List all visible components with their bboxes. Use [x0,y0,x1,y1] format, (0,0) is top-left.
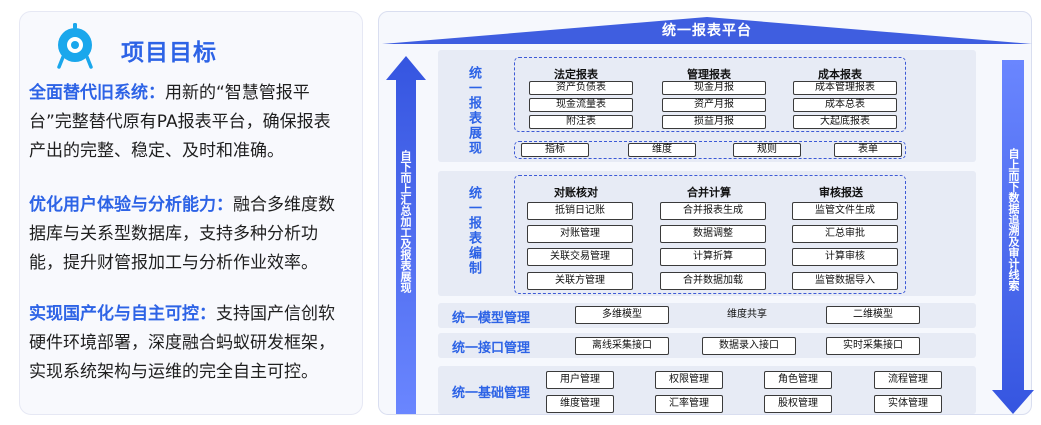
group-head: 成本报表 [818,68,862,81]
compile-item: 对账管理 [527,225,633,243]
goal-heading: 优化用户体验与分析能力： [29,195,233,215]
group-head: 审核报送 [819,186,863,199]
dimension-item: 表单 [834,143,902,157]
compile-item: 关联方管理 [527,272,633,290]
compile-item: 计算折算 [660,248,766,266]
dimension-item: 指标 [521,143,589,157]
dimension-item: 规则 [733,143,801,157]
goal-heading: 全面替代旧系统： [29,83,165,103]
interface-item: 数据录入接口 [702,337,796,355]
up-arrow-icon [386,56,426,414]
report-item: 附注表 [529,115,633,129]
compile-item: 关联交易管理 [527,248,633,266]
compile-item: 合并报表生成 [660,202,766,220]
goal-item: 优化用户体验与分析能力：融合多维度数据库与关系型数据库，支持多种分析功能，提升财… [29,191,347,278]
target-logo-icon [57,23,93,69]
base-management-label: 统一基础管理 [452,386,531,401]
report-item: 成本总表 [793,98,897,112]
goal-heading: 实现国产化与自主可控： [29,304,216,324]
report-item: 现金流量表 [529,98,633,112]
group-head: 对账核对 [554,186,598,199]
compile-item: 数据调整 [660,225,766,243]
report-item: 成本管理报表 [793,81,897,95]
goal-item: 全面替代旧系统：用新的“智慧管报平台”完整替代原有PA报表平台，确保报表产出的完… [29,79,347,166]
project-goals-panel [19,11,363,415]
compile-item: 合并数据加载 [660,272,766,290]
model-management-label: 统一模型管理 [452,311,531,326]
model-item: 多维模型 [575,306,669,324]
bottom-up-label: 自下而上汇总加工及报表展现 [399,150,412,293]
project-title: 项目目标 [121,40,217,66]
model-item: 维度共享 [727,309,767,320]
group-head: 管理报表 [687,68,731,81]
top-down-label: 自上而下数据追溯及审计线索 [1007,148,1020,291]
dimension-item: 维度 [628,143,696,157]
report-display-label: 统一报表展现 [466,66,481,156]
platform-banner: 统一报表平台 [662,23,752,39]
compile-item: 监管数据导入 [792,272,898,290]
model-item: 二维模型 [826,306,920,324]
goal-text: 融合多维度数据库与关系型数据库，支持多种分析功能，提升财管报加工与分析作业效率。 [29,195,335,273]
down-arrow-icon [992,60,1034,414]
goal-text: 用新的“智慧管报平台”完整替代原有PA报表平台，确保报表产出的完整、稳定、及时和… [29,83,331,161]
report-item: 大起底报表 [793,115,897,129]
report-types-group [514,57,906,132]
base-item: 用户管理 [546,371,614,389]
base-item: 角色管理 [764,371,832,389]
interface-item: 实时采集接口 [826,337,920,355]
interface-item: 离线采集接口 [575,337,669,355]
compile-functions-group [514,175,906,294]
report-item: 资产负债表 [529,81,633,95]
report-dimensions-group [514,141,906,159]
report-item: 资产月报 [662,98,766,112]
report-item: 损益月报 [662,115,766,129]
base-item: 汇率管理 [655,395,723,413]
base-item: 流程管理 [874,371,942,389]
report-compile-label: 统一报表编制 [466,186,481,276]
group-head: 法定报表 [554,68,598,81]
base-item: 实体管理 [874,395,942,413]
base-item: 维度管理 [546,395,614,413]
interface-management-label: 统一接口管理 [452,341,531,356]
goal-item: 实现国产化与自主可控：支持国产信创软硬件环境部署，深度融合蚂蚁研发框架，实现系统… [29,300,347,387]
base-item: 股权管理 [764,395,832,413]
group-head: 合并计算 [687,186,731,199]
base-item: 权限管理 [655,371,723,389]
compile-item: 汇总审批 [792,225,898,243]
platform-banner-shape [382,17,1032,44]
goal-text: 支持国产信创软硬件环境部署，深度融合蚂蚁研发框架，实现系统架构与运维的完全自主可… [29,304,335,382]
compile-item: 监管文件生成 [792,202,898,220]
compile-item: 抵销日记账 [527,202,633,220]
compile-item: 计算审核 [792,248,898,266]
report-item: 现金月报 [662,81,766,95]
